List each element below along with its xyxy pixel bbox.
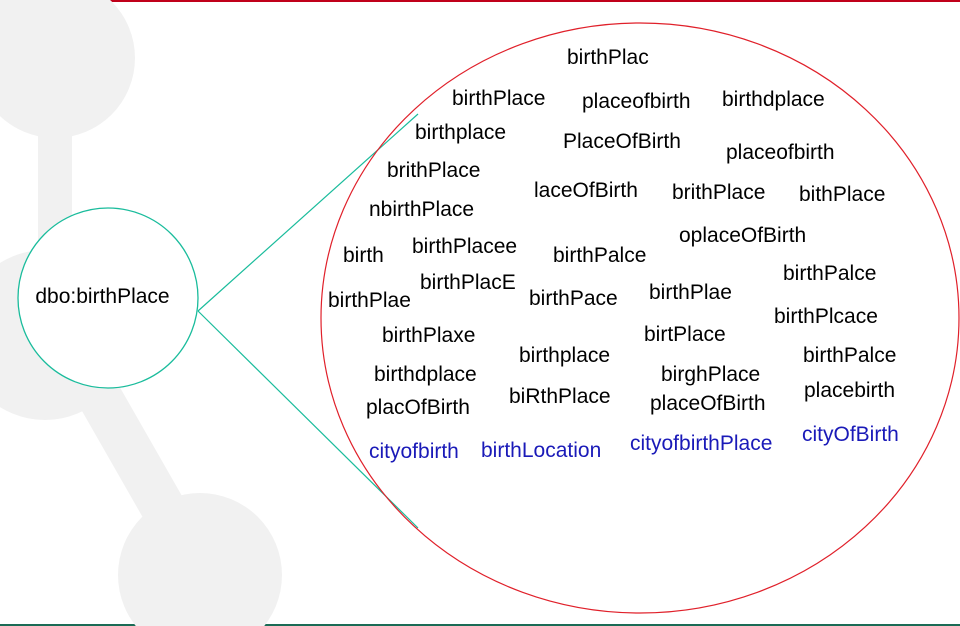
term-label: birthPlae	[328, 289, 411, 312]
term-label: brithPlace	[387, 159, 481, 182]
term-label: oplaceOfBirth	[679, 224, 807, 247]
term-label: birthplace	[519, 344, 611, 367]
connector-line-bottom	[197, 310, 419, 529]
term-label: birthPalce	[803, 344, 897, 367]
term-label: birthPlacee	[412, 235, 518, 258]
term-label: birthPlacE	[420, 271, 516, 294]
zoom-bubble	[320, 22, 960, 614]
connector-line-top	[197, 113, 419, 312]
term-label: birth	[343, 244, 384, 267]
term-label-related: cityOfBirth	[802, 423, 899, 446]
term-label: placOfBirth	[366, 396, 470, 419]
term-label-related: birthLocation	[481, 439, 602, 462]
term-label: placebirth	[804, 379, 896, 402]
term-label: placeOfBirth	[650, 392, 766, 415]
term-label: birthPlace	[452, 87, 546, 110]
term-label: birthPace	[529, 287, 618, 310]
top-border-line	[0, 0, 960, 2]
center-node-circle	[17, 207, 199, 389]
term-label: nbirthPlace	[369, 198, 475, 221]
term-label: placeofbirth	[726, 141, 835, 164]
term-label: birthdplace	[374, 363, 477, 386]
bottom-border-line	[0, 624, 960, 626]
term-label: birthPlae	[649, 281, 732, 304]
term-label-related: cityofbirthPlace	[630, 432, 773, 455]
term-label: birthPlaxe	[382, 324, 476, 347]
term-label-related: cityofbirth	[369, 440, 459, 463]
term-label: birthPlcace	[774, 305, 878, 328]
term-label: PlaceOfBirth	[563, 130, 681, 153]
term-label: birthPalce	[783, 262, 877, 285]
term-label: birghPlace	[661, 363, 761, 386]
term-label: birthPlac	[567, 46, 649, 69]
term-label: birtPlace	[644, 323, 726, 346]
term-label: brithPlace	[672, 181, 766, 204]
term-label: laceOfBirth	[534, 179, 638, 202]
center-node-label: dbo:birthPlace	[35, 285, 170, 308]
term-label: birthplace	[415, 121, 507, 144]
term-label: birthdplace	[722, 88, 825, 111]
term-label: bithPlace	[799, 183, 886, 206]
term-label: birthPalce	[553, 244, 647, 267]
term-label: placeofbirth	[582, 90, 691, 113]
term-label: biRthPlace	[509, 385, 611, 408]
